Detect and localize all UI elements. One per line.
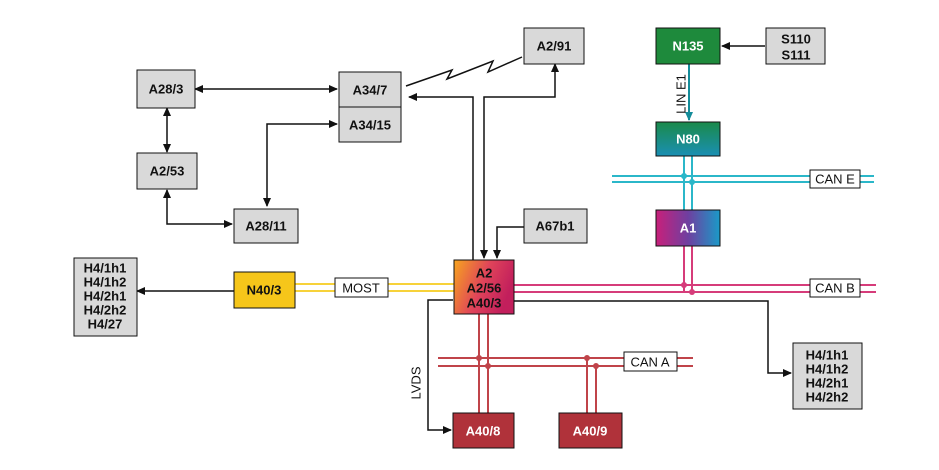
- lvds-link: [427, 299, 453, 434]
- can-a-label: CAN A: [623, 351, 678, 372]
- wireless-link-a2-91: [405, 56, 523, 87]
- node-a34-15[interactable]: A34/15: [338, 106, 402, 143]
- svg-text:A67b1: A67b1: [535, 219, 574, 234]
- svg-text:A28/11: A28/11: [245, 219, 286, 234]
- svg-text:A1: A1: [680, 221, 697, 236]
- node-a40-9[interactable]: A40/9: [558, 412, 623, 449]
- can-b-label: CAN B: [809, 278, 861, 298]
- svg-text:S110: S110: [781, 32, 811, 47]
- link-a2-53-a28-11: [163, 189, 233, 228]
- svg-text:H4/1h2: H4/1h2: [84, 275, 127, 290]
- node-a1[interactable]: A1: [655, 209, 721, 247]
- svg-text:LIN E1: LIN E1: [674, 74, 689, 114]
- node-a28-11[interactable]: A28/11: [233, 208, 299, 244]
- svg-text:CAN B: CAN B: [815, 281, 855, 296]
- node-h4-left[interactable]: H4/1h1 H4/1h2 H4/2h1 H4/2h2 H4/27: [73, 257, 138, 337]
- svg-text:A34/7: A34/7: [353, 83, 388, 98]
- node-a28-3[interactable]: A28/3: [136, 69, 196, 109]
- link-a2-h4-right: [514, 300, 792, 377]
- node-a2-91[interactable]: A2/91: [523, 27, 585, 65]
- svg-text:CAN A: CAN A: [630, 355, 669, 370]
- svg-text:MOST: MOST: [342, 281, 380, 296]
- svg-text:A34/15: A34/15: [349, 118, 391, 133]
- node-h4-right[interactable]: H4/1h1 H4/1h2 H4/2h1 H4/2h2: [792, 342, 863, 410]
- svg-text:N80: N80: [676, 132, 700, 147]
- lvds-label: LVDS: [409, 366, 424, 399]
- svg-text:S111: S111: [782, 48, 811, 63]
- svg-text:H4/1h1: H4/1h1: [84, 261, 127, 276]
- svg-text:N40/3: N40/3: [247, 283, 282, 298]
- link-a34-a28-11: [263, 120, 338, 207]
- svg-text:A28/3: A28/3: [149, 82, 184, 97]
- svg-text:H4/2h1: H4/2h1: [806, 376, 849, 391]
- svg-text:A2: A2: [476, 266, 493, 281]
- node-a40-8[interactable]: A40/8: [452, 412, 515, 449]
- node-a2-53[interactable]: A2/53: [136, 152, 198, 190]
- svg-text:H4/2h2: H4/2h2: [84, 303, 127, 318]
- svg-text:H4/2h2: H4/2h2: [806, 390, 849, 405]
- svg-text:H4/2h1: H4/2h1: [84, 289, 127, 304]
- node-a34-7[interactable]: A34/7: [338, 71, 402, 108]
- svg-text:CAN E: CAN E: [815, 172, 855, 187]
- node-a67b1[interactable]: A67b1: [523, 208, 588, 244]
- svg-text:H4/27: H4/27: [88, 317, 123, 332]
- svg-text:A40/3: A40/3: [467, 296, 502, 311]
- svg-text:A2/56: A2/56: [467, 281, 502, 296]
- node-central-a2[interactable]: A2 A2/56 A40/3: [453, 259, 515, 315]
- svg-text:A40/9: A40/9: [573, 424, 608, 439]
- svg-text:N135: N135: [672, 39, 703, 54]
- most-label: MOST: [334, 277, 389, 298]
- svg-text:A2/91: A2/91: [537, 39, 572, 54]
- link-a2-a34-7: [408, 93, 474, 260]
- svg-text:H4/1h2: H4/1h2: [806, 362, 849, 377]
- svg-text:A40/8: A40/8: [466, 424, 501, 439]
- node-n40-3[interactable]: N40/3: [233, 271, 296, 309]
- node-n135[interactable]: N135: [655, 27, 721, 65]
- svg-text:A2/53: A2/53: [150, 164, 185, 179]
- node-s110-s111[interactable]: S110 S111: [765, 27, 826, 65]
- lin-e1-label: LIN E1: [674, 74, 689, 114]
- svg-text:H4/1h1: H4/1h1: [806, 348, 849, 363]
- svg-text:LVDS: LVDS: [409, 366, 424, 399]
- link-a67b1-a2: [493, 226, 524, 259]
- can-e-label: CAN E: [809, 169, 861, 189]
- link-a2-a2-91: [480, 63, 559, 259]
- node-n80[interactable]: N80: [655, 121, 721, 157]
